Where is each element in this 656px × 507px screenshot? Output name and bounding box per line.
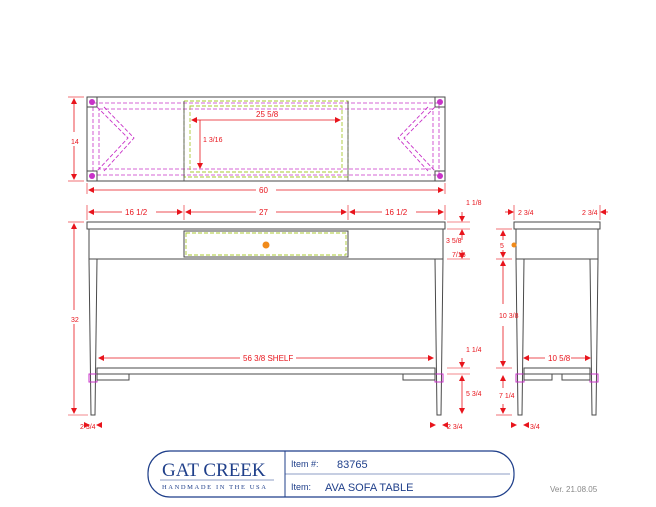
front-leg-left — [88, 258, 98, 416]
label-mask — [382, 206, 416, 216]
item-name-label: Item: — [291, 482, 311, 492]
leg-bottom-right — [434, 170, 446, 182]
top-view-outline — [86, 96, 446, 182]
side-rail-left — [523, 373, 553, 381]
drawer-front-hidden — [185, 232, 347, 256]
overall-depth-label: 14 — [71, 139, 79, 146]
front-leg-right — [434, 258, 444, 416]
side-leg-left — [515, 258, 525, 416]
shelf-rail-left — [96, 373, 130, 381]
side-leg-label: 3/4 — [530, 424, 540, 431]
drawer-knob — [262, 241, 270, 249]
drawer-front — [183, 230, 349, 258]
drawer-width-label: 25 5/8 — [256, 110, 279, 119]
apron — [88, 228, 444, 260]
leg-left-label: 2 3/4 — [80, 424, 96, 431]
item-number-label: Item #: — [291, 459, 319, 469]
corner-brace-left — [96, 106, 129, 172]
overall-width-label: 60 — [259, 186, 268, 195]
label-mask — [69, 310, 79, 324]
leg-top-right — [434, 96, 446, 108]
top-view-apron-inner-hidden — [98, 108, 434, 170]
bottom-shelf — [96, 367, 436, 375]
brand-logo: GAT CREEK — [162, 460, 266, 481]
leg-marker — [437, 99, 443, 105]
front-view: 16 1/2 27 16 1/2 32 56 3/8 SHELF 1 1/8 3… — [68, 200, 482, 431]
label-mask — [256, 184, 276, 194]
leg-span-label: 10 5/8 — [548, 354, 571, 363]
item-name-value: AVA SOFA TABLE — [325, 482, 413, 494]
title-block: GAT CREEK HANDMADE IN THE USA Item #: 83… — [147, 450, 515, 498]
side-table-top — [513, 221, 601, 230]
overall-height-label: 32 — [71, 317, 79, 324]
corner-brace-left-inner — [103, 106, 135, 172]
drawer-box-inner-hidden — [189, 105, 343, 173]
label-mask — [122, 206, 156, 216]
leg-marker — [89, 99, 95, 105]
label-mask — [69, 132, 79, 146]
drawer-gap-label: 7/16 — [452, 252, 466, 259]
side-shelf — [523, 367, 591, 375]
drawer-depth-label: 1 3/16 — [203, 137, 223, 144]
shelf-thickness-label: 1 1/4 — [466, 347, 482, 354]
label-mask — [256, 206, 276, 216]
top-thickness-label: 1 1/8 — [466, 200, 482, 207]
leg-bottom-left — [86, 170, 98, 182]
top-view: 25 5/8 1 3/16 60 14 — [68, 96, 446, 195]
side-inner-height-label: 10 3/8 — [499, 313, 519, 320]
table-top — [86, 221, 446, 230]
center-label: 27 — [259, 208, 268, 217]
label-mask — [240, 352, 296, 362]
side-leg-right — [589, 258, 599, 416]
brand-tagline: HANDMADE IN THE USA — [162, 484, 268, 491]
item-number-value: 83765 — [337, 459, 368, 471]
leg-marker — [437, 173, 443, 179]
version-label: Ver. 21.08.05 — [550, 485, 598, 494]
overhang-left-label: 2 3/4 — [518, 210, 534, 217]
overhang-right-label: 2 3/4 — [582, 210, 598, 217]
side-rail-right — [561, 373, 591, 381]
leg-right-label: 2 3/4 — [447, 424, 463, 431]
shelf-height-label: 5 3/4 — [466, 391, 482, 398]
side-drawer-label: 5 — [500, 243, 504, 250]
side-drawer-knob — [511, 242, 517, 248]
label-mask — [498, 388, 508, 404]
shelf-length-label: 56 3/8 SHELF — [243, 354, 293, 363]
shelf-rail-right — [402, 373, 436, 381]
corner-brace-right — [403, 106, 436, 172]
drawer-height-label: 3 5/8 — [446, 238, 462, 245]
corner-brace-right-inner — [397, 106, 429, 172]
label-mask — [545, 352, 571, 362]
leg-marker — [89, 173, 95, 179]
label-mask — [498, 304, 508, 326]
side-shelf-height-label: 7 1/4 — [499, 393, 515, 400]
side-left-label: 16 1/2 — [125, 208, 148, 217]
top-view-apron-hidden — [92, 102, 440, 176]
side-right-label: 16 1/2 — [385, 208, 408, 217]
leg-top-left — [86, 96, 98, 108]
label-mask — [498, 240, 508, 250]
side-view: 2 3/4 2 3/4 5 10 3/8 7 1/4 10 5/8 3/4 — [496, 205, 608, 431]
side-apron — [515, 228, 599, 260]
